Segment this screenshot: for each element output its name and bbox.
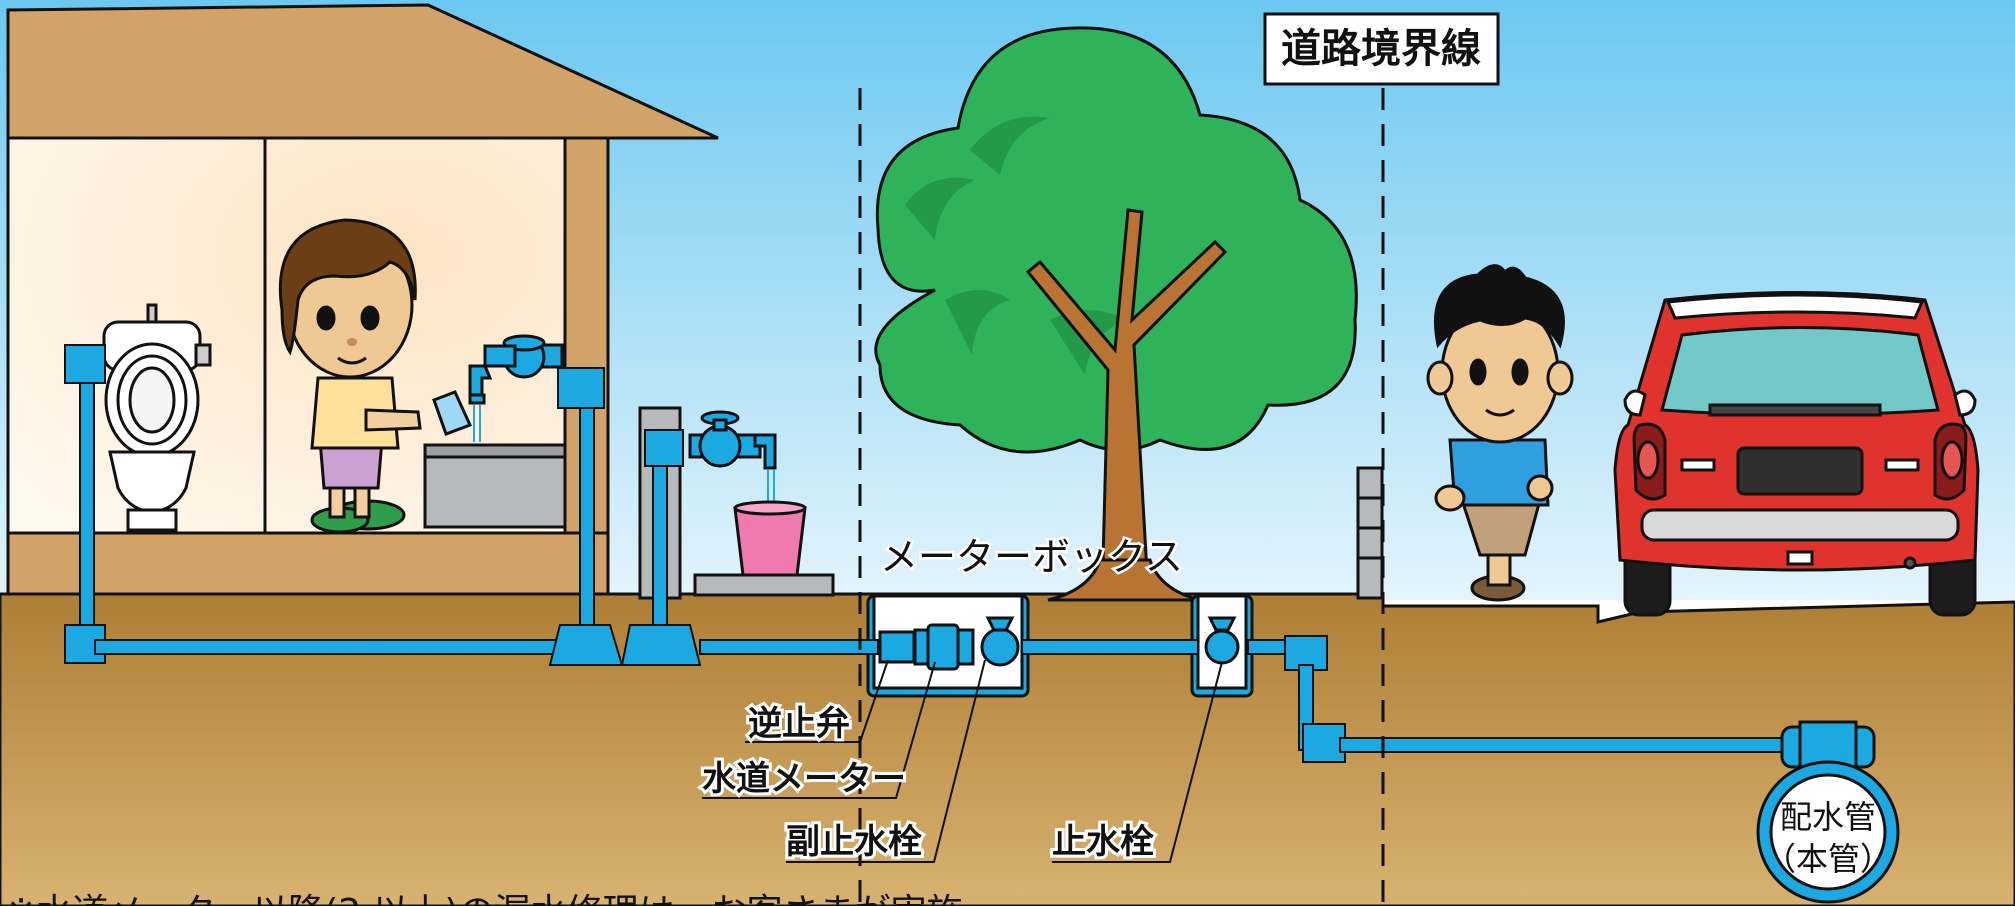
water-stream-bucket [767, 470, 775, 505]
outdoor-faucet [688, 410, 777, 470]
main-pipe-label-line1: 配水管 [1780, 798, 1876, 836]
sink-counter [423, 443, 567, 529]
check-valve-label: 逆止弁 [748, 704, 850, 744]
tree [874, 26, 1358, 602]
road-boundary-label: 道路境界線 [1281, 26, 1481, 72]
sub-stop-valve-label: 副止水栓 [786, 822, 922, 862]
water-stream-indoor [473, 405, 481, 442]
child-indoor [278, 218, 473, 534]
indoor-faucet [468, 334, 564, 405]
child-outdoor [1426, 264, 1574, 602]
boundary-lines [858, 88, 1385, 906]
road-boundary-label-box [1263, 12, 1500, 86]
bucket [733, 500, 807, 577]
distribution-main [1756, 720, 1900, 904]
toilet [102, 303, 212, 532]
boundary-wall [1356, 466, 1384, 600]
leader-lines [702, 659, 1223, 863]
stop-valve-label: 止水栓 [1052, 822, 1154, 862]
water-meter-label: 水道メーター [702, 759, 906, 799]
footnote: ※水道メーター以降(2.以上)の漏水修理は、お客さまが実施 [6, 892, 963, 906]
meter-box-label: メーターボックス [880, 535, 1183, 579]
main-pipe-label-line2: （本管） [1764, 840, 1892, 878]
meter-box-fittings [878, 616, 1020, 671]
water-pipes [64, 344, 1793, 763]
car [1613, 291, 1980, 617]
